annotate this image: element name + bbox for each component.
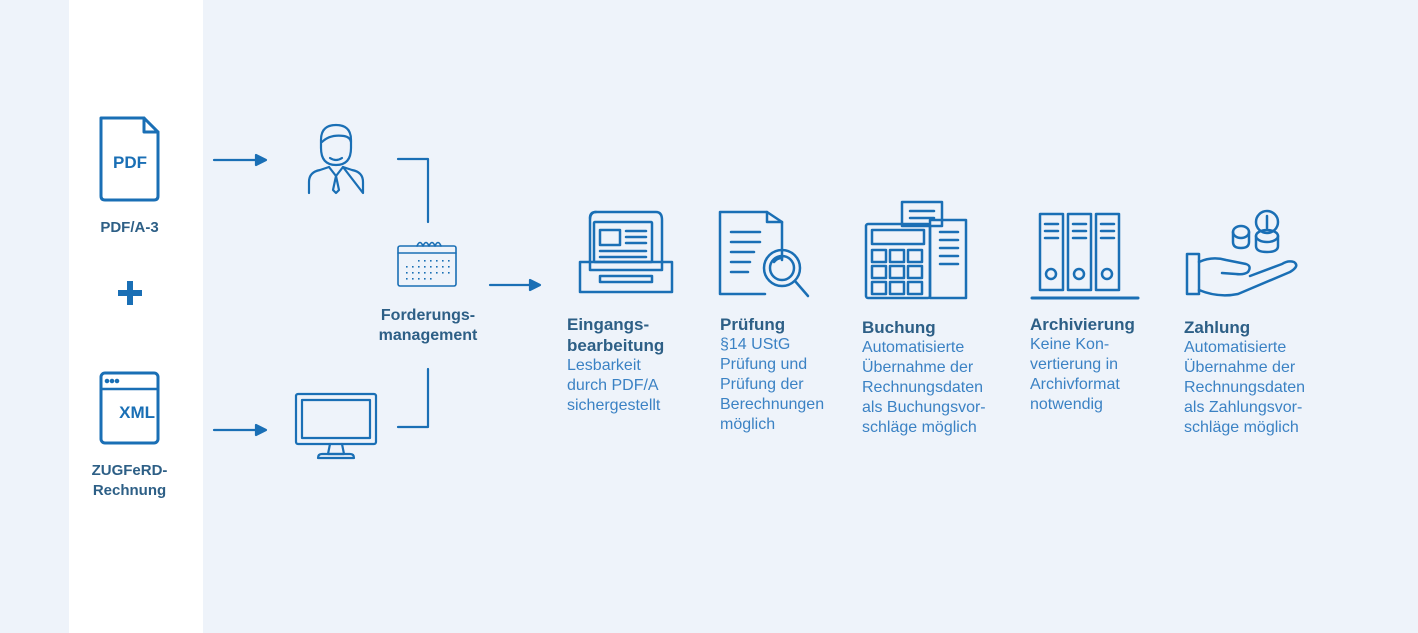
step-description: Automatisierte Übernahme der Rechnungsda…: [862, 339, 986, 436]
process-panel: [203, 0, 1418, 633]
step-description: §14 UStG Prüfung und Prüfung der Berechn…: [720, 336, 825, 433]
forderungsmanagement-line2: management: [378, 327, 478, 344]
plus-icon: [118, 281, 142, 305]
step-description: Keine Kon- vertierung in Archivformat no…: [1030, 336, 1120, 413]
step-eingangsbearbeitung: Eingangs- bearbeitung Lesbarkeit durch P…: [567, 314, 707, 416]
pdf-label: PDF/A-3: [69, 218, 190, 238]
zugferd-label: ZUGFeRD- Rechnung: [69, 461, 190, 501]
step-title-line2: bearbeitung: [567, 336, 665, 355]
step-title: Archivierung: [1030, 315, 1135, 334]
step-zahlung: Zahlung Automatisierte Übernahme der Rec…: [1184, 317, 1324, 438]
pdf-icon-text: PDF: [113, 153, 147, 172]
archive-binders-icon: [1030, 212, 1140, 300]
step-pruefung: Prüfung §14 UStG Prüfung und Prüfung der…: [720, 314, 860, 435]
step-title: Zahlung: [1184, 318, 1251, 337]
zugferd-label-line2: Rechnung: [92, 482, 167, 499]
connector-bracket: [396, 157, 430, 429]
step-buchung: Buchung Automatisierte Übernahme der Rec…: [862, 317, 1002, 438]
pdf-file-icon: PDF: [99, 116, 160, 202]
calendar-icon: [397, 241, 457, 287]
step-title: Buchung: [862, 318, 936, 337]
zugferd-label-line1: ZUGFeRD-: [91, 462, 168, 479]
arrow-to-process: [488, 278, 542, 292]
forderungsmanagement-label: Forderungs- management: [358, 306, 498, 346]
step-description: Automatisierte Übernahme der Rechnungsda…: [1184, 339, 1305, 436]
hand-coins-icon: [1185, 209, 1298, 297]
background-left: [0, 0, 69, 633]
input-column: [69, 0, 203, 633]
pdf-label-text: PDF/A-3: [100, 219, 159, 236]
arrow-xml-to-monitor: [212, 423, 268, 437]
monitor-icon: [294, 392, 378, 460]
step-archivierung: Archivierung Keine Kon- vertierung in Ar…: [1030, 314, 1170, 415]
inbox-tray-icon: [578, 210, 674, 294]
step-description: Lesbarkeit durch PDF/A sichergestellt: [567, 357, 661, 414]
xml-file-icon: XML: [99, 371, 160, 445]
step-title: Eingangs-: [567, 315, 650, 334]
arrow-pdf-to-person: [212, 153, 268, 167]
forderungsmanagement-line1: Forderungs-: [380, 307, 476, 324]
step-title: Prüfung: [720, 315, 786, 334]
document-magnifier-icon: [718, 210, 810, 298]
businessman-icon: [307, 123, 365, 195]
calculator-documents-icon: [864, 200, 968, 300]
xml-icon-text: XML: [119, 403, 155, 422]
